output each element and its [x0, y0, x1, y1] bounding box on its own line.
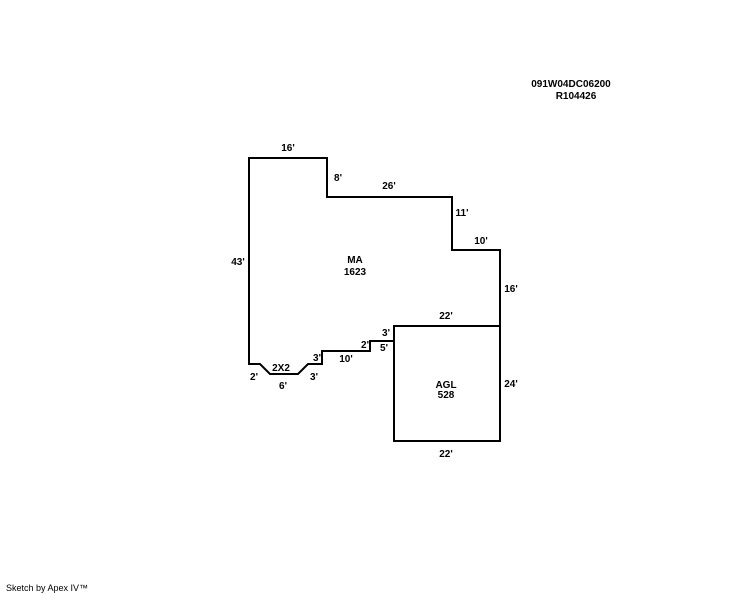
parcel-id: 091W04DC06200	[531, 79, 611, 90]
dim-lower-run: 10'	[339, 354, 353, 365]
dim-right-step: 10'	[474, 236, 488, 247]
dim-bay-right: 3'	[310, 372, 318, 383]
garage-code: AGL	[435, 380, 456, 391]
dim-left-wall: 43'	[231, 257, 245, 268]
dim-bay-left: 2'	[250, 372, 258, 383]
main-area-sqft: 1623	[344, 267, 367, 278]
dim-step-down: 8'	[334, 173, 342, 184]
garage-sqft: 528	[438, 390, 455, 401]
dim-right-upper: 11'	[456, 208, 469, 219]
dim-notch-vert: 3'	[382, 328, 390, 339]
dim-small-step: 2'	[361, 340, 369, 351]
dim-garage-bottom: 22'	[439, 449, 453, 460]
dim-lower-step: 3'	[313, 353, 321, 364]
dim-mid-top: 26'	[382, 181, 396, 192]
dim-top: 16'	[281, 143, 295, 154]
dim-notch-horiz: 5'	[380, 343, 388, 354]
dim-bay-bottom: 6'	[279, 381, 287, 392]
bump-code: 2X2	[272, 363, 290, 374]
account-number: R104426	[556, 91, 597, 102]
main-area-outline	[248, 157, 501, 375]
main-area-code: MA	[347, 255, 363, 266]
garage-outline	[393, 325, 501, 442]
dim-garage-top: 22'	[439, 311, 453, 322]
dim-right-wall: 16'	[504, 284, 518, 295]
dim-garage-right: 24'	[504, 379, 518, 390]
sketch-credit: Sketch by Apex IV™	[6, 583, 89, 593]
